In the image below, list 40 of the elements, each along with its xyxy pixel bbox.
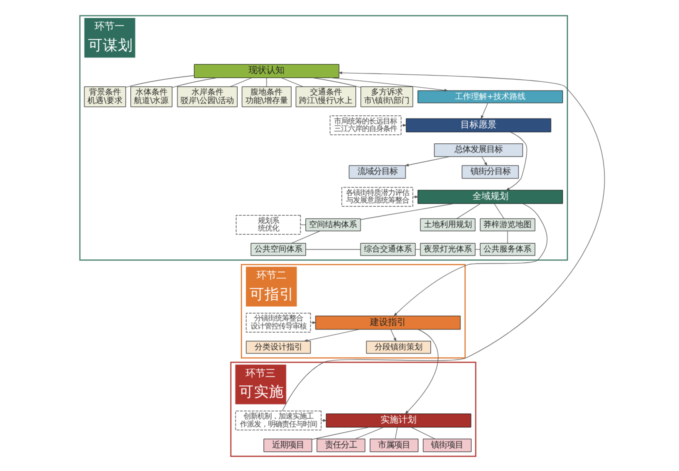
arrow <box>480 102 488 119</box>
connector <box>312 77 361 88</box>
arrow <box>404 328 438 414</box>
connector <box>410 426 435 439</box>
node-box: 建设指引 <box>314 315 460 330</box>
node-box: 目标愿景 <box>405 118 551 132</box>
node-box: 市属项目 <box>369 438 418 452</box>
arrow <box>320 418 326 422</box>
arrow <box>393 202 547 316</box>
connector <box>125 74 194 88</box>
node-box: 实施计划 <box>325 413 471 427</box>
connector <box>311 426 369 440</box>
node-box: 责任分工 <box>316 438 365 452</box>
arrow <box>390 328 396 342</box>
connector <box>290 230 320 243</box>
arrow <box>404 156 450 166</box>
connector <box>172 77 216 88</box>
connector <box>300 224 306 225</box>
connector <box>360 202 454 220</box>
connector <box>304 248 360 250</box>
connector <box>456 202 480 218</box>
connector <box>506 230 508 243</box>
connector <box>280 77 303 86</box>
arrow <box>303 328 359 342</box>
connector <box>414 248 420 250</box>
node-box: 总体发展目标 <box>434 143 522 156</box>
connector <box>354 426 384 439</box>
arrow <box>330 77 448 92</box>
arrow <box>310 320 316 324</box>
arrow <box>481 156 487 166</box>
connector <box>494 202 504 218</box>
node-box: 镇街分目标 <box>461 164 518 178</box>
node-box: 近期项目 <box>263 438 312 452</box>
node-box: 现状认知 <box>193 64 339 78</box>
connector <box>394 426 398 439</box>
node-box: 全域规划 <box>417 189 562 204</box>
connector <box>230 77 252 86</box>
node-box: 镇街项目 <box>422 438 471 452</box>
arrow <box>505 131 527 190</box>
node-box: 流域分目标 <box>348 164 406 178</box>
